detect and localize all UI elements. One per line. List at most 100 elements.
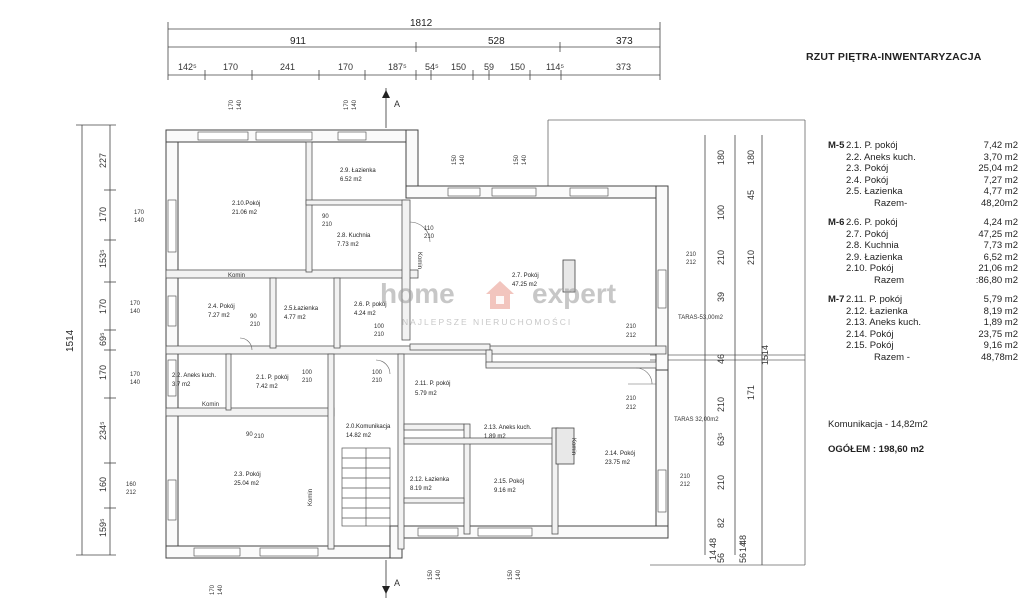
room-name: 2.13. Aneks kuch. <box>484 425 532 431</box>
window-size: 140 <box>516 569 522 580</box>
dim-left-total: 1514 <box>65 329 76 352</box>
dim-label: 14 <box>708 550 718 560</box>
dim-label: 373 <box>616 62 631 72</box>
door-size: 210 <box>254 434 265 440</box>
door-size: 210 <box>626 396 637 402</box>
dim-label: 210 <box>746 250 756 265</box>
window-size: 212 <box>126 490 137 496</box>
legend-room-area: 7,27 m2 <box>983 174 1018 186</box>
room-area: 21.06 m2 <box>232 210 258 216</box>
dim-label: 63⁵ <box>716 432 726 446</box>
room-name: 2.2. Aneks kuch. <box>172 373 216 379</box>
room-area: 8.19 m2 <box>410 486 432 492</box>
window-size: 170 <box>130 372 141 378</box>
legend-room-name: 2.9. Łazienka <box>846 251 903 263</box>
total-area: OGÓŁEM : 198,60 m2 <box>828 444 925 455</box>
legend-group-code: M-5 <box>828 140 845 151</box>
legend-total-row: Razem -48,78m2 <box>828 352 1018 364</box>
window-size: 150 <box>514 154 520 165</box>
legend-room-name: 2.12. Łazienka <box>846 305 908 317</box>
legend-row: 2.9. Łazienka 6,52 m2 <box>828 252 1018 264</box>
komin-label: Komin <box>202 402 219 408</box>
room-name: 2.3. Pokój <box>234 472 261 478</box>
window-size: 150 <box>428 569 434 580</box>
door-size: 100 <box>372 370 383 376</box>
section-mark-label: A <box>394 578 400 588</box>
dim-label: 180 <box>716 150 726 165</box>
room-area: 7.42 m2 <box>256 384 278 390</box>
dim-label: 59 <box>484 62 494 72</box>
terrace-label: TARAS 32,00m2 <box>674 417 719 423</box>
legend-room-area: 7,42 m2 <box>983 140 1018 151</box>
dim-label: 210 <box>716 475 726 490</box>
room-area: 3.7 m2 <box>172 382 191 388</box>
legend-room-name: 2.3. Pokój <box>846 163 889 174</box>
legend-room-name: 2.15. Pokój <box>846 340 894 351</box>
window-size: 140 <box>522 154 528 165</box>
room-name: 2.8. Kuchnia <box>337 233 371 239</box>
window-size: 140 <box>460 154 466 165</box>
door-size: 100 <box>302 370 313 376</box>
legend-room-area: 47,25 m2 <box>978 228 1018 240</box>
komin-label: Komin <box>228 273 245 279</box>
room-name: 2.5.Łazienka <box>284 306 319 312</box>
legend-room-name: 2.5. Łazienka <box>846 186 903 197</box>
room-name: 2.11. P. pokój <box>415 381 450 387</box>
window-size: 212 <box>686 260 697 266</box>
section-mark-bottom: A <box>382 560 400 598</box>
door-size: 210 <box>626 324 637 330</box>
room-area: 7.73 m2 <box>337 242 359 248</box>
legend-room-name: 2.13. Aneks kuch. <box>846 317 921 328</box>
dim-label: 56 <box>738 553 748 563</box>
dim-label: 150 <box>451 62 466 72</box>
door-size: 210 <box>322 222 333 228</box>
window-size: 140 <box>436 569 442 580</box>
door-size: 210 <box>372 378 383 384</box>
door-size: 100 <box>374 324 385 330</box>
door-size: 210 <box>250 322 261 328</box>
dim-label: 39 <box>716 292 726 302</box>
legend-room-area: 6,52 m2 <box>983 251 1018 263</box>
room-name: 2.14. Pokój <box>605 451 635 457</box>
legend-room-name: 2.4. Pokój <box>846 174 889 186</box>
door-size: 210 <box>302 378 313 384</box>
legend-row: 2.2. Aneks kuch.3,70 m2 <box>828 152 1018 164</box>
window-size: 140 <box>130 309 141 315</box>
room-area: 25.04 m2 <box>234 481 260 487</box>
dim-label: 1514 <box>760 345 770 365</box>
section-mark-top: A <box>382 88 400 128</box>
legend-room-name: 2.7. Pokój <box>846 228 889 240</box>
watermark: home expert NAJLEPSZE NIERUCHOMOŚCI <box>380 276 640 336</box>
watermark-brand-right: expert <box>532 278 617 309</box>
room-area: 1.89 m2 <box>484 434 506 440</box>
room-area: 9.16 m2 <box>494 488 516 494</box>
room-area: 4.24 m2 <box>354 311 376 317</box>
legend-room-name: 2.6. P. pokój <box>846 217 898 228</box>
dim-label: 170 <box>98 365 108 380</box>
dim-label: 48 <box>738 535 748 545</box>
dim-label: 54⁵ <box>425 62 439 72</box>
dim-total-width: 1812 <box>410 18 433 29</box>
room-labels: 2.10.Pokój 21.06 m2 2.9. Łazienka 6.52 m… <box>172 168 635 494</box>
window-size: 150 <box>508 569 514 580</box>
dim-label: 170 <box>98 299 108 314</box>
legend-total-value: :86,80 m2 <box>975 274 1018 286</box>
room-area: 47.25 m2 <box>512 282 538 288</box>
window-size: 170 <box>229 99 235 110</box>
door-size: 110 <box>424 226 434 232</box>
room-area: 23.75 m2 <box>605 460 631 466</box>
komin-label: Komin <box>416 252 422 269</box>
legend-room-area: 4,77 m2 <box>983 186 1018 197</box>
staircase <box>341 447 391 527</box>
legend-room-area: 21,06 m2 <box>978 263 1018 274</box>
legend-group-code: M-6 <box>828 217 845 228</box>
komin-label: Komin <box>570 438 576 455</box>
dim-911: 911 <box>290 36 306 47</box>
room-name: 2.7. Pokój <box>512 273 539 279</box>
legend-row: 2.13. Aneks kuch.1,89 m2 <box>828 317 1018 329</box>
legend-room-area: 9,16 m2 <box>983 340 1018 351</box>
